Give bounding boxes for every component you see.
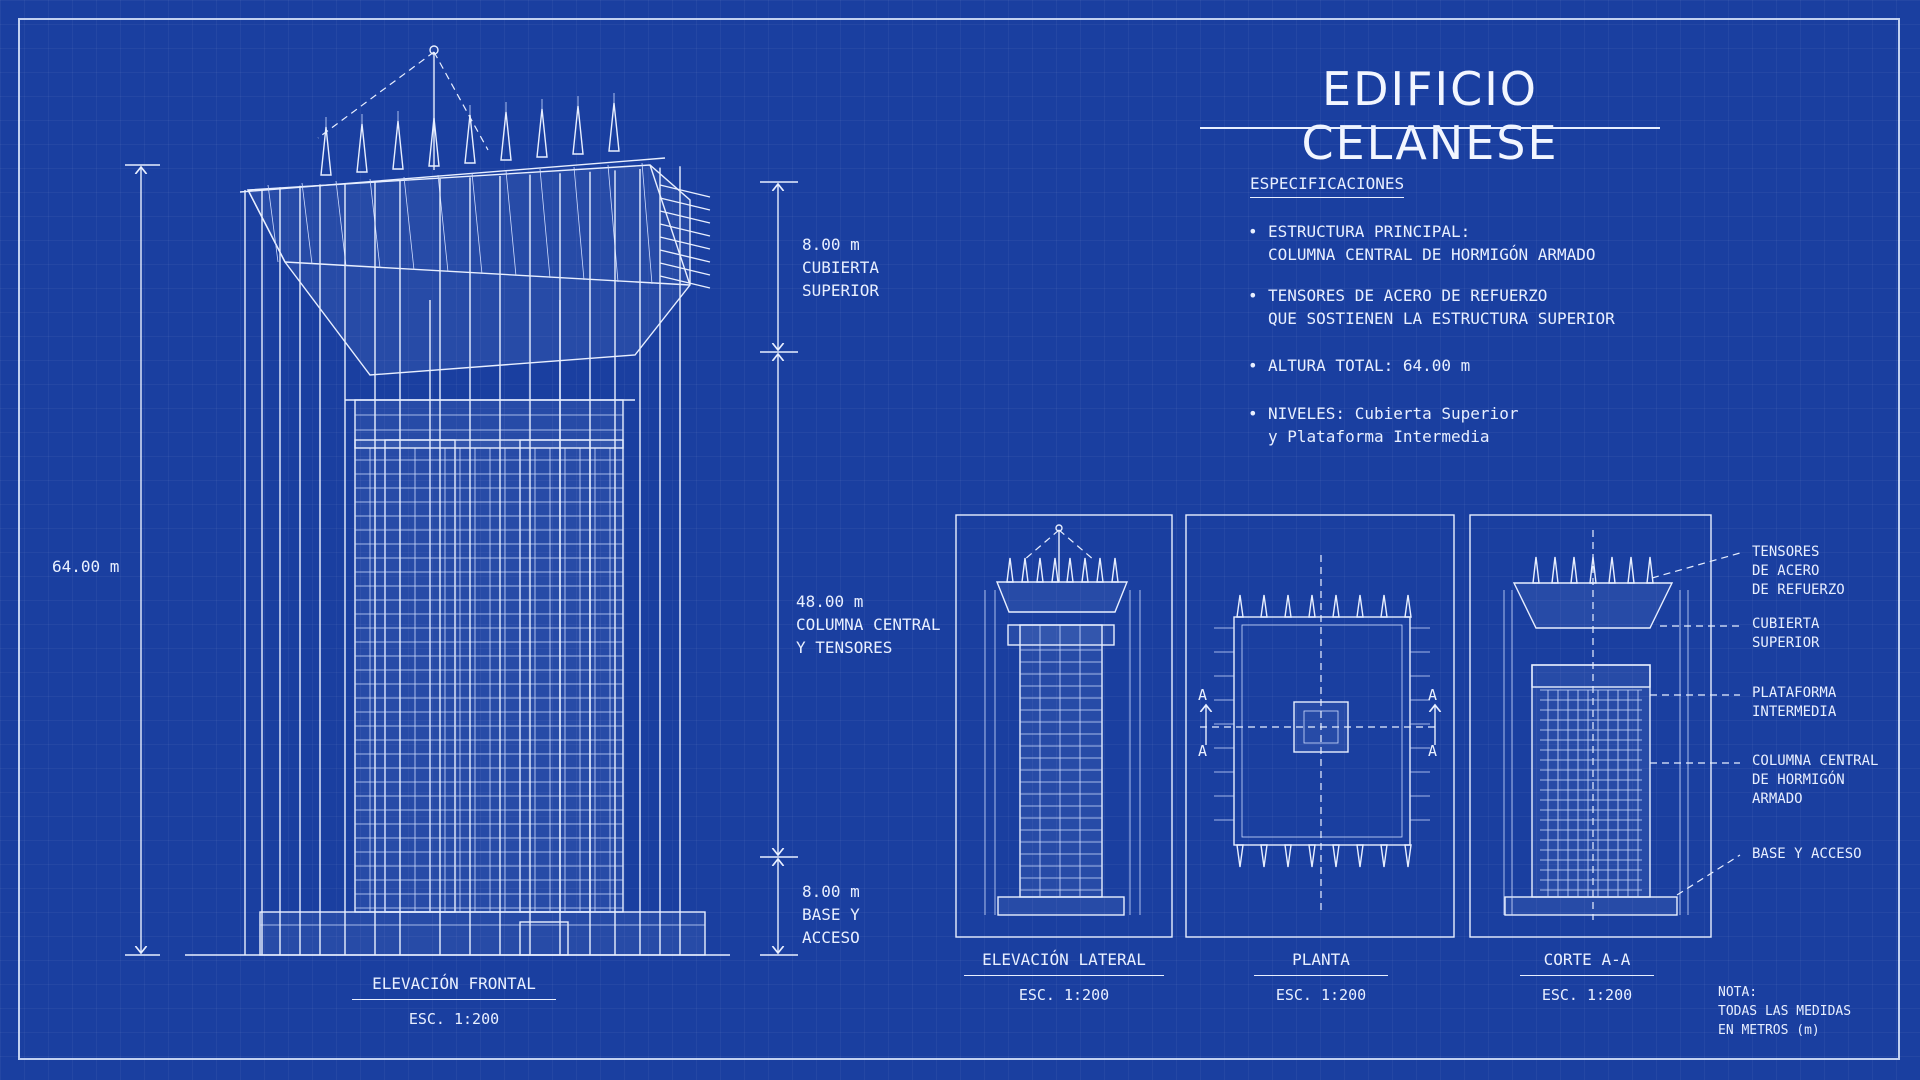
middle-dimension-label: 48.00 m COLUMNA CENTRAL Y TENSORES bbox=[796, 592, 941, 657]
specs-heading: ESPECIFICACIONES bbox=[1250, 174, 1405, 198]
bottom-dimension-label: 8.00 m BASE Y ACCESO bbox=[802, 882, 860, 947]
lateral-elevation-caption: ELEVACIÓN LATERAL ESC. 1:200 bbox=[964, 950, 1164, 1004]
plan-drawing bbox=[1185, 514, 1455, 938]
plan-caption: PLANTA ESC. 1:200 bbox=[1254, 950, 1388, 1004]
view-scale: ESC. 1:200 bbox=[1018, 986, 1110, 1004]
section-mark-a: A bbox=[1428, 742, 1438, 760]
callout-tensores: TENSORES DE ACERO DE REFUERZO bbox=[1752, 544, 1845, 598]
frontal-elevation-caption: ELEVACIÓN FRONTAL ESC. 1:200 bbox=[352, 974, 556, 1028]
drawing-frame bbox=[18, 18, 1900, 1060]
spec-item: TENSORES DE ACERO DE REFUERZO QUE SOSTIE… bbox=[1248, 284, 1615, 354]
view-scale: ESC. 1:200 bbox=[1541, 986, 1633, 1004]
spec-item: ALTURA TOTAL: 64.00 m bbox=[1248, 354, 1615, 402]
segment-dimensions bbox=[760, 181, 798, 956]
callout-plataforma: PLATAFORMA INTERMEDIA bbox=[1752, 685, 1837, 720]
page-title: EDIFICIO CELANESE bbox=[1301, 62, 1559, 170]
top-dimension-label: 8.00 m CUBIERTA SUPERIOR bbox=[802, 235, 880, 300]
measurement-note: NOTA: TODAS LAS MEDIDAS EN METROS (m) bbox=[1718, 985, 1852, 1038]
view-scale: ESC. 1:200 bbox=[1275, 986, 1367, 1004]
lateral-elevation-drawing bbox=[955, 514, 1173, 938]
view-name: CORTE A-A bbox=[1520, 950, 1654, 976]
callout-cubierta: CUBIERTA SUPERIOR bbox=[1752, 616, 1820, 651]
view-name: ELEVACIÓN LATERAL bbox=[964, 950, 1164, 976]
spec-item: ESTRUCTURA PRINCIPAL: COLUMNA CENTRAL DE… bbox=[1248, 220, 1615, 284]
specs-list: ESTRUCTURA PRINCIPAL: COLUMNA CENTRAL DE… bbox=[1248, 220, 1615, 448]
section-mark-a: A bbox=[1198, 686, 1208, 704]
title-underline bbox=[1200, 127, 1660, 129]
section-mark-a: A bbox=[1198, 742, 1208, 760]
view-name: ELEVACIÓN FRONTAL bbox=[352, 974, 556, 1000]
spec-item: NIVELES: Cubierta Superior y Plataforma … bbox=[1248, 402, 1615, 448]
section-caption: CORTE A-A ESC. 1:200 bbox=[1520, 950, 1654, 1004]
callout-base: BASE Y ACCESO bbox=[1752, 846, 1862, 862]
section-drawing bbox=[1469, 514, 1741, 938]
section-mark-a: A bbox=[1428, 686, 1438, 704]
callout-columna: COLUMNA CENTRAL DE HORMIGÓN ARMADO bbox=[1752, 753, 1879, 807]
view-scale: ESC. 1:200 bbox=[408, 1010, 500, 1028]
total-height-dimension bbox=[125, 164, 160, 956]
total-height-label: 64.00 m bbox=[52, 557, 120, 576]
view-name: PLANTA bbox=[1254, 950, 1388, 976]
frontal-elevation-drawing bbox=[185, 45, 730, 956]
